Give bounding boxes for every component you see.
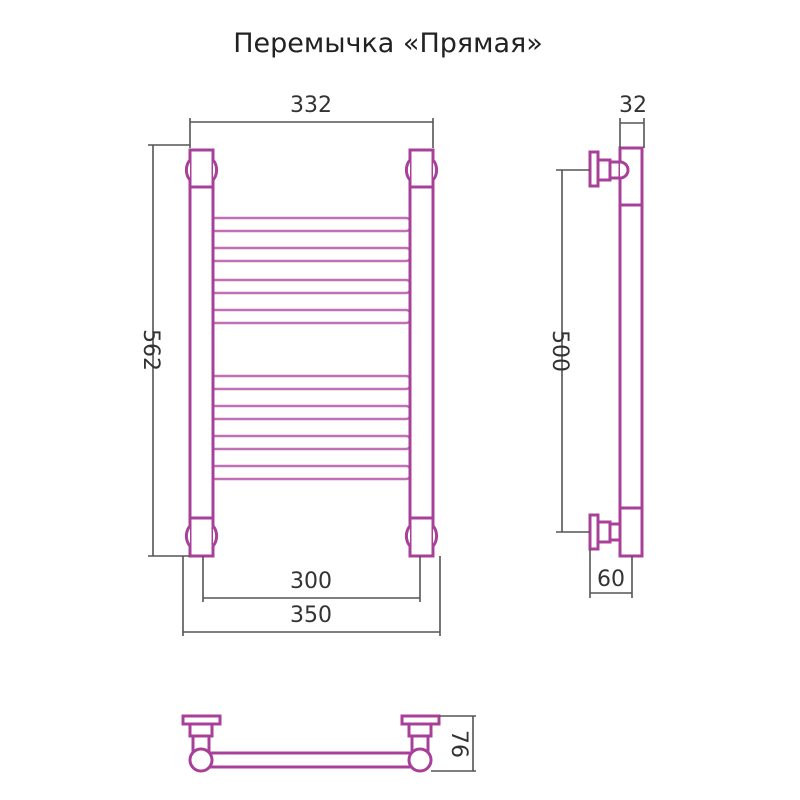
- front-view: [184, 148, 439, 558]
- dimension-label: 500: [547, 330, 572, 372]
- rungs: [207, 216, 413, 481]
- dimension-inner-width: 300: [202, 556, 421, 602]
- rung: [207, 434, 413, 451]
- rung: [207, 404, 413, 421]
- bottom-rung: [208, 751, 412, 769]
- left-post: [188, 148, 215, 558]
- side-view: [588, 146, 644, 558]
- bottom-view: [181, 714, 441, 773]
- rung: [207, 308, 413, 325]
- left-post-section: [188, 747, 214, 773]
- side-post: [618, 146, 644, 558]
- bottom-valve: [588, 513, 620, 551]
- dimension-label: 332: [290, 93, 332, 118]
- right-post: [408, 148, 435, 558]
- dimension-label: 76: [446, 730, 471, 758]
- drawing-title: Перемычка «Прямая»: [233, 28, 543, 59]
- dimension-bottom-depth: 76: [431, 715, 476, 772]
- dimension-outer-width: 350: [182, 556, 441, 636]
- dimension-label: 562: [138, 329, 163, 371]
- dimension-label: 300: [290, 569, 332, 594]
- right-post-section: [407, 747, 433, 773]
- dimension-top-width: 332: [189, 93, 434, 148]
- rung: [207, 278, 413, 295]
- dimension-label: 60: [597, 567, 625, 592]
- rung: [207, 464, 413, 481]
- dimension-depth: 32: [619, 93, 647, 148]
- top-left-connector: [184, 159, 219, 189]
- dimension-axis-distance: 500: [547, 169, 590, 533]
- rung: [207, 216, 413, 233]
- dimension-wall-offset: 60: [589, 549, 633, 598]
- rung: [207, 246, 413, 263]
- top-right-connector: [404, 159, 439, 189]
- dimension-label: 32: [619, 93, 647, 118]
- dimension-height: 562: [138, 144, 190, 557]
- rung: [207, 374, 413, 391]
- bottom-right-connector: [404, 516, 439, 547]
- dimension-label: 350: [290, 603, 332, 628]
- bottom-left-connector: [184, 516, 219, 547]
- top-valve: [588, 150, 630, 188]
